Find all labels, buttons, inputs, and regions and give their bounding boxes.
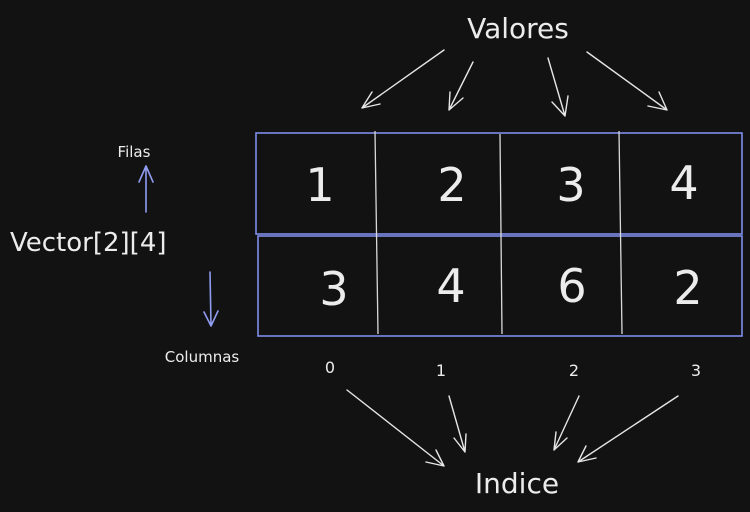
values-arrows: [361, 49, 668, 117]
matrix-cell-1-0: 3: [319, 262, 348, 316]
matrix-divider-3: [618, 130, 623, 335]
values-title: Valores: [467, 12, 569, 45]
columns-label: Columnas: [165, 348, 240, 366]
matrix-cell-1-2: 6: [557, 259, 586, 313]
matrix-divider-2: [499, 133, 503, 335]
matrix-row-0-frame: [255, 132, 743, 235]
matrix-divider-1: [374, 130, 379, 335]
index-arrows: [346, 389, 679, 467]
index-2: 2: [569, 361, 579, 380]
index-arrow-2: [553, 395, 580, 451]
vector-label: Vector[2][4]: [10, 228, 167, 258]
values-arrow-col-1: [448, 61, 474, 111]
matrix-cell-0-2: 3: [556, 158, 585, 212]
matrix-cell-0-0: 1: [305, 158, 334, 212]
index-0: 0: [325, 358, 335, 377]
matrix-cell-1-3: 2: [673, 261, 702, 315]
index-1: 1: [436, 361, 446, 380]
matrix-grid: [255, 130, 743, 337]
column-indices: 0 1 2 3: [325, 358, 701, 380]
values-arrow-col-0: [361, 49, 445, 109]
matrix-values: 1 2 3 4 3 4 6 2: [305, 156, 702, 316]
values-arrow-col-2: [547, 57, 569, 117]
index-arrow-0: [346, 389, 445, 467]
columns-down-arrow-icon: [203, 271, 219, 327]
index-title: Indice: [475, 467, 559, 500]
values-arrow-col-3: [586, 51, 668, 111]
matrix-cell-0-1: 2: [437, 158, 466, 212]
rows-up-arrow-icon: [138, 165, 154, 213]
index-arrow-3: [577, 395, 679, 463]
matrix-cell-1-1: 4: [436, 259, 465, 313]
matrix-row-1-frame: [257, 235, 743, 337]
index-3: 3: [691, 361, 701, 380]
matrix-cell-0-3: 4: [669, 156, 698, 210]
index-arrow-1: [448, 395, 467, 453]
rows-label: Filas: [118, 143, 151, 161]
